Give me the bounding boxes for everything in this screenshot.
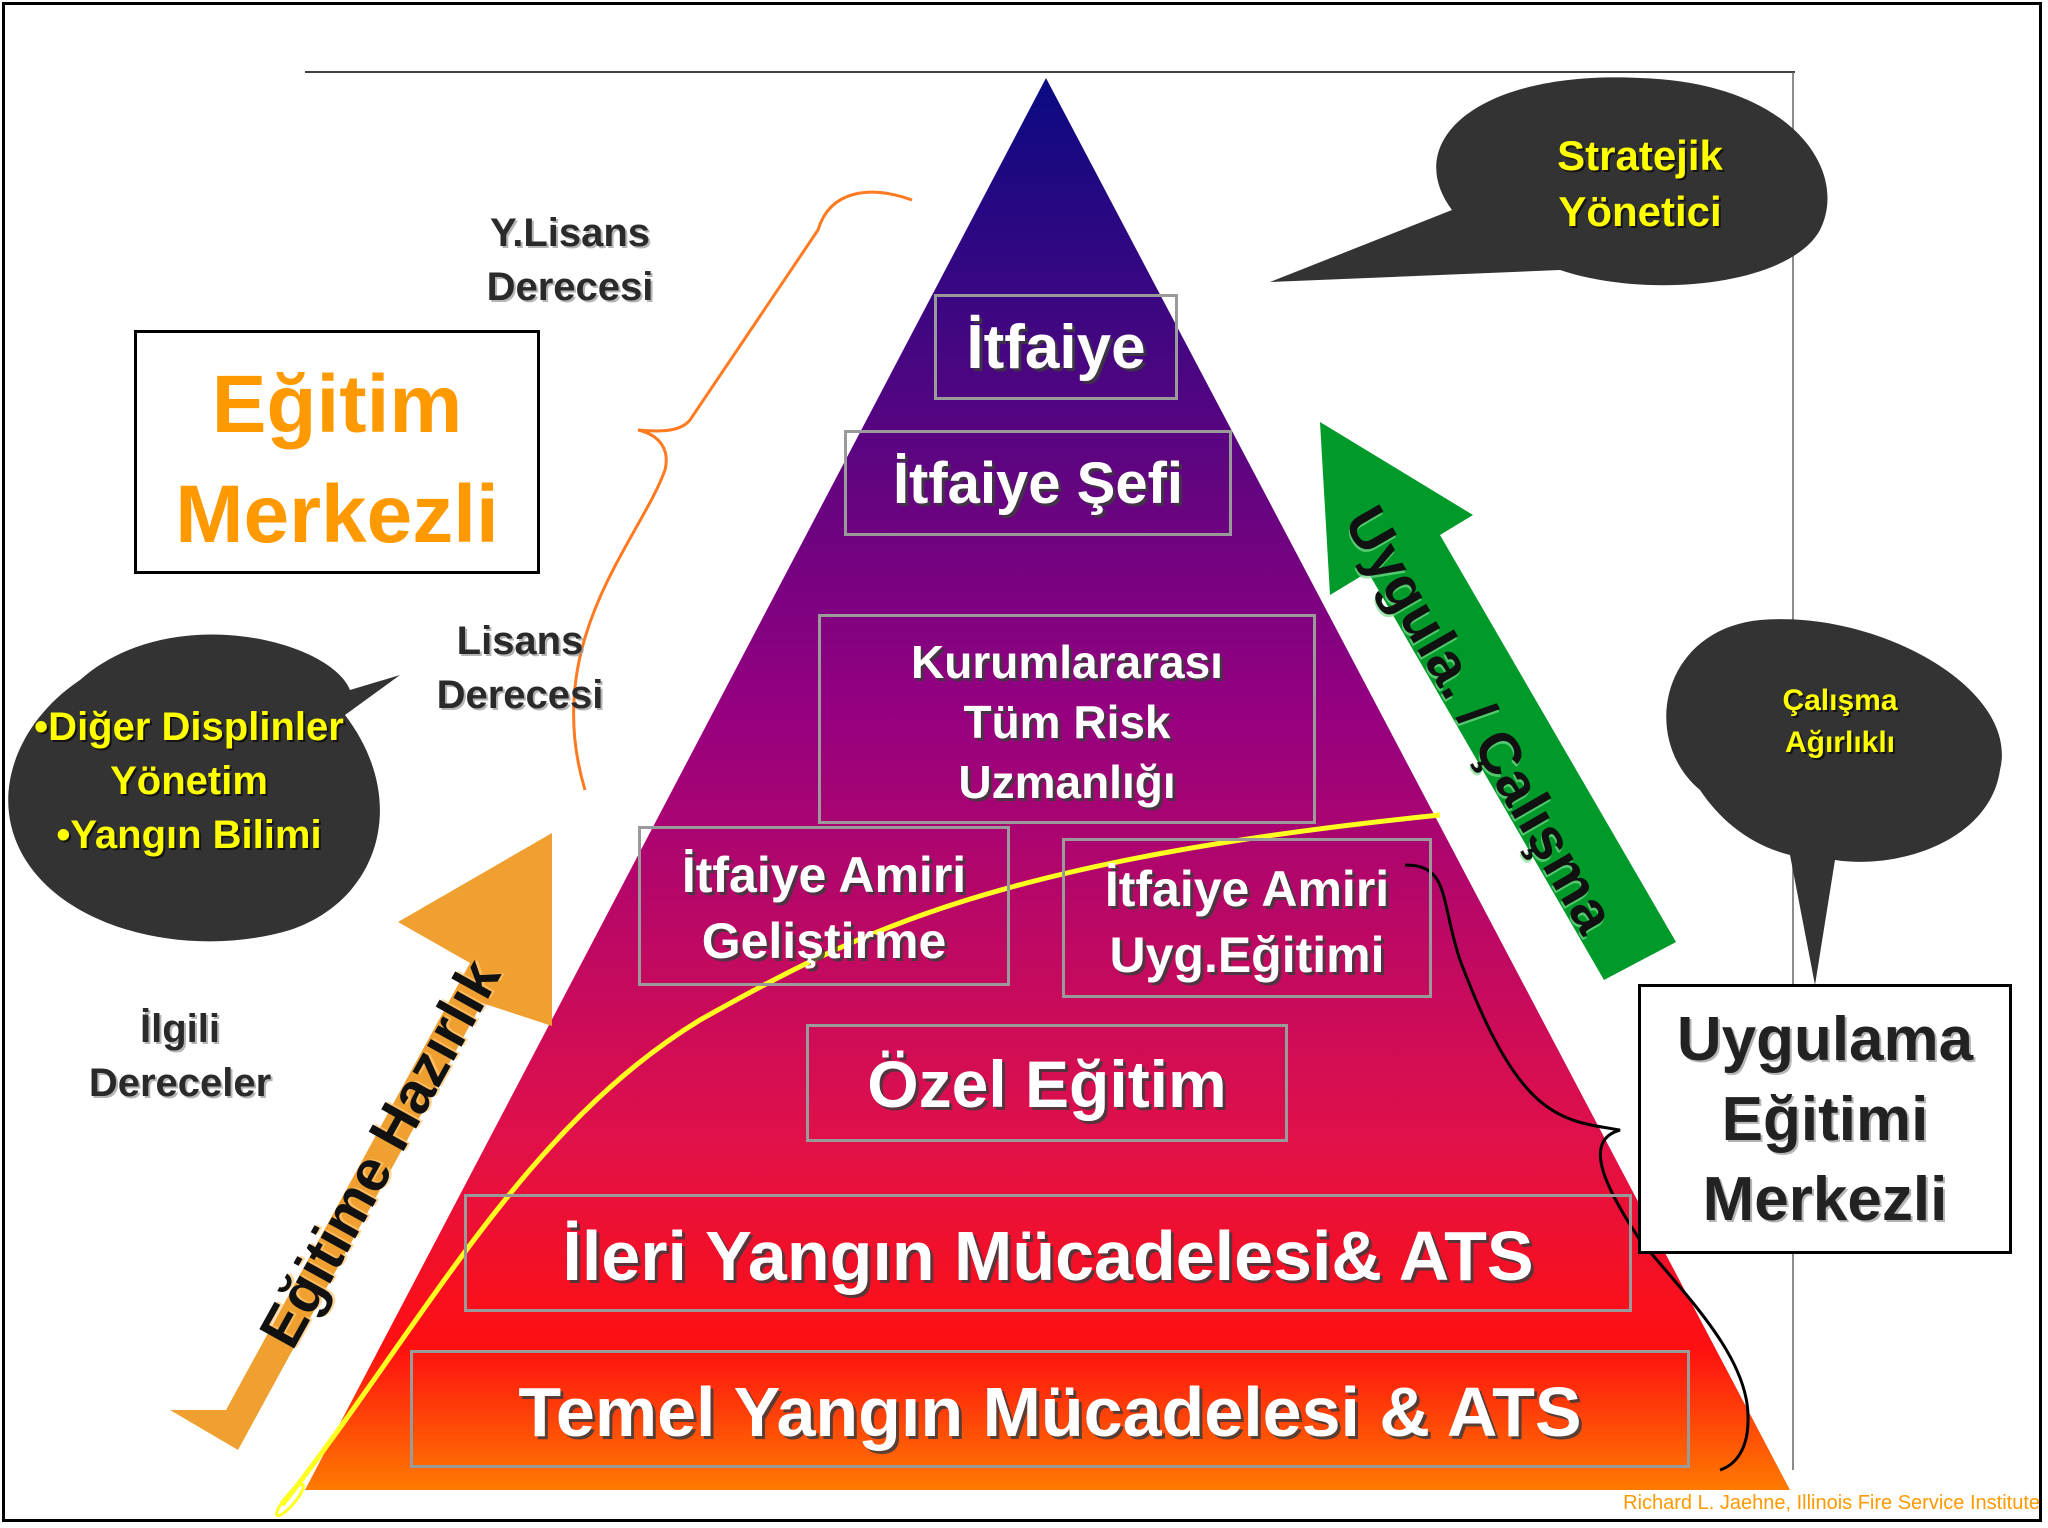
level-box-2 <box>844 430 1232 536</box>
level-box-4 <box>638 826 1010 986</box>
bubble-practice-weight <box>1666 619 2002 985</box>
level-label: Kurumlararası Tüm Risk Uzmanlığı <box>911 636 1223 808</box>
level-box-1 <box>934 294 1178 400</box>
disciplines-bubble-text: •Diğer Displinler Yönetim •Yangın Bilimi <box>34 705 344 857</box>
level-label: Temel Yangın Mücadelesi & ATS <box>518 1373 1582 1451</box>
practice-centered-label: Uygulama Eğitimi Merkezli <box>1676 1005 1974 1234</box>
pyramid-shape <box>305 78 1790 1490</box>
level-label: İtfaiye Şefi <box>892 451 1184 516</box>
transition-curve <box>280 812 1441 1507</box>
credit-text: Richard L. Jaehne, Illinois Fire Service… <box>1623 1492 2040 1514</box>
practice-weight-bubble-text: Çalışma Ağırlıklı <box>1782 684 1898 759</box>
degree-masters-label: Y.Lisans Derecesi <box>486 211 654 309</box>
education-centered-label: Eğitim Merkezli <box>175 359 499 560</box>
bubble-strategic <box>1270 77 1828 286</box>
education-centered-box <box>134 330 540 574</box>
level-box-8 <box>410 1350 1690 1468</box>
level-box-7 <box>464 1194 1632 1312</box>
degree-bachelors-label: Lisans Derecesi <box>436 619 604 717</box>
level-box-6 <box>806 1024 1288 1142</box>
level-label: İtfaiye Amiri Geliştirme <box>681 847 967 969</box>
level-label: İtfaiye <box>966 313 1146 382</box>
level-label: İtfaiye Amiri Uyg.Eğitimi <box>1104 861 1390 983</box>
level-box-5 <box>1062 838 1432 998</box>
level-label: İleri Yangın Mücadelesi& ATS <box>562 1217 1534 1295</box>
strategic-bubble-text: Stratejik Yönetici <box>1557 132 1723 235</box>
bubble-disciplines <box>8 634 400 942</box>
practice-centered-box <box>1638 984 2012 1254</box>
education-brace <box>572 190 913 791</box>
preparation-arrow <box>170 833 552 1450</box>
level-label: Özel Eğitim <box>867 1047 1227 1121</box>
practice-arrow <box>1320 422 1676 980</box>
level-box-3 <box>818 614 1316 824</box>
degree-related-label: İlgili Dereceler <box>88 1007 272 1105</box>
practice-brace <box>1404 863 1750 1472</box>
